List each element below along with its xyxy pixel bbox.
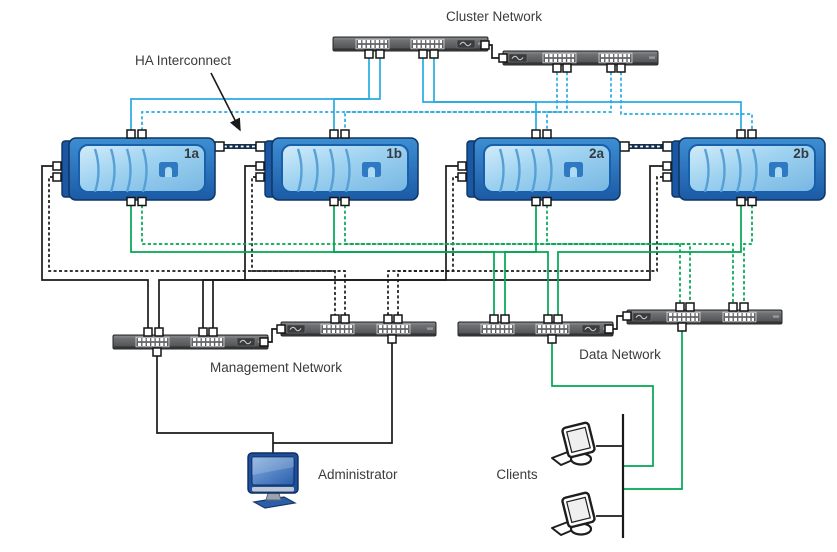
data-switch-1 <box>456 314 615 344</box>
ha-interconnect-cable-2 <box>619 141 673 152</box>
cluster-network-label: Cluster Network <box>446 9 542 24</box>
storage-controller-1a: 1a <box>51 128 217 207</box>
storage-controller-2b: 2b <box>661 128 827 207</box>
data-cables <box>130 205 753 490</box>
cluster-switch-2 <box>501 49 660 73</box>
ha-interconnect-cable-1 <box>214 141 266 152</box>
node-label: 1a <box>184 146 200 161</box>
ha-interconnect-label: HA Interconnect <box>135 53 231 68</box>
data-switch-2 <box>625 302 784 332</box>
storage-controller-1b: 1b <box>254 128 420 207</box>
administrator-label: Administrator <box>318 467 398 482</box>
data-switch-link <box>604 311 632 334</box>
data-network-label: Data Network <box>579 347 661 362</box>
client-pc-icon-2 <box>551 491 596 536</box>
client-bus <box>596 414 625 538</box>
node-label: 1b <box>386 146 402 161</box>
management-switch-1 <box>111 327 270 357</box>
management-cables <box>41 165 663 453</box>
administrator-workstation-icon <box>247 452 299 509</box>
ha-interconnect-arrow <box>210 72 241 132</box>
management-switch-link <box>259 324 286 347</box>
cluster-switch-link <box>480 40 508 63</box>
clients-label: Clients <box>496 467 538 482</box>
node-label: 2b <box>793 146 809 161</box>
management-switch-2 <box>279 314 438 344</box>
cluster-cables <box>130 58 753 134</box>
cluster-switch-1 <box>331 35 490 59</box>
storage-controller-2a: 2a <box>456 128 622 207</box>
management-network-label: Management Network <box>210 360 342 375</box>
node-label: 2a <box>589 146 605 161</box>
client-pc-icon-1 <box>551 421 596 466</box>
